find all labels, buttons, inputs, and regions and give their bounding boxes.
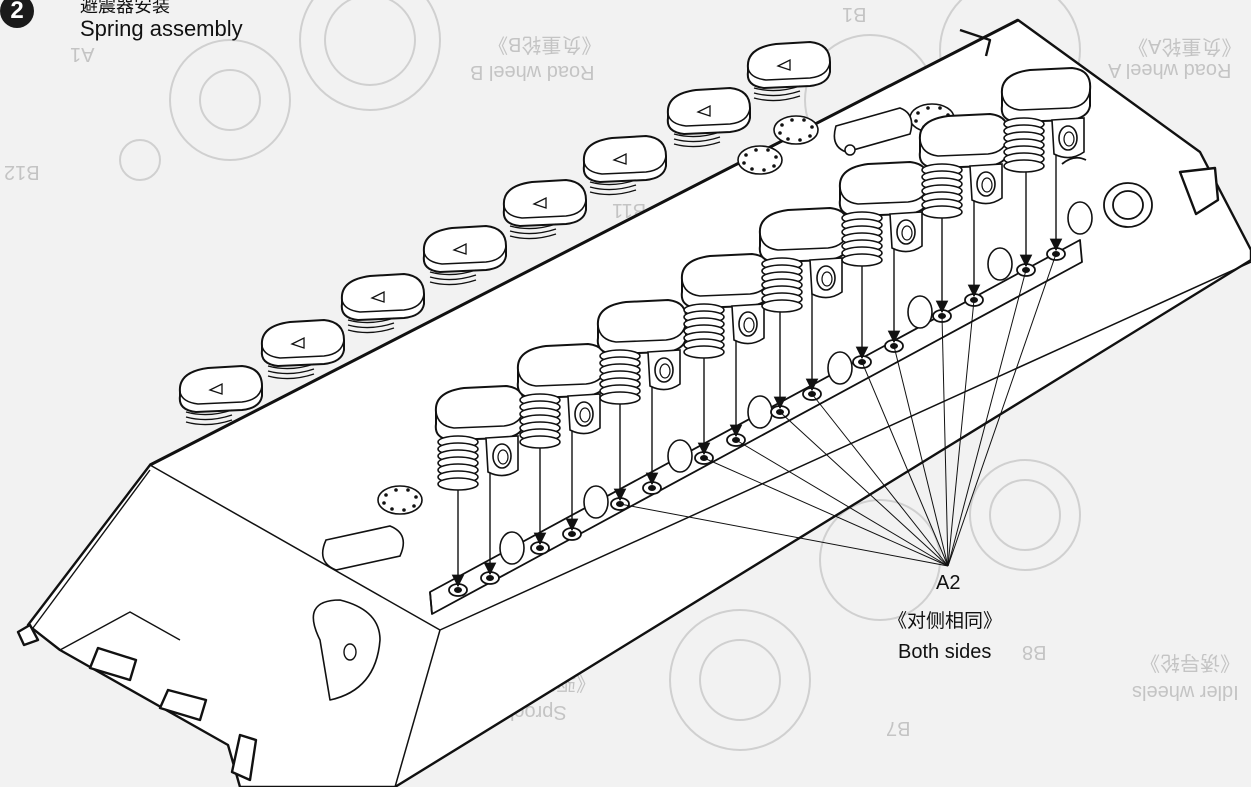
arm-bosses <box>499 201 1093 565</box>
hatches <box>321 103 1087 571</box>
part-label-a2: A2 <box>936 572 961 594</box>
assembly-arrows <box>451 146 1063 588</box>
callout-leaders <box>619 253 1057 567</box>
step-title-english: Spring assembly <box>80 16 243 41</box>
step-number-badge: 2 <box>0 0 34 28</box>
both-sides-note-chinese: 《对侧相同》 <box>888 611 1003 632</box>
step-title-chinese: 避震器安装 <box>80 0 170 16</box>
both-sides-note-english: Both sides <box>898 641 992 663</box>
sprocket-housing <box>1103 182 1153 228</box>
